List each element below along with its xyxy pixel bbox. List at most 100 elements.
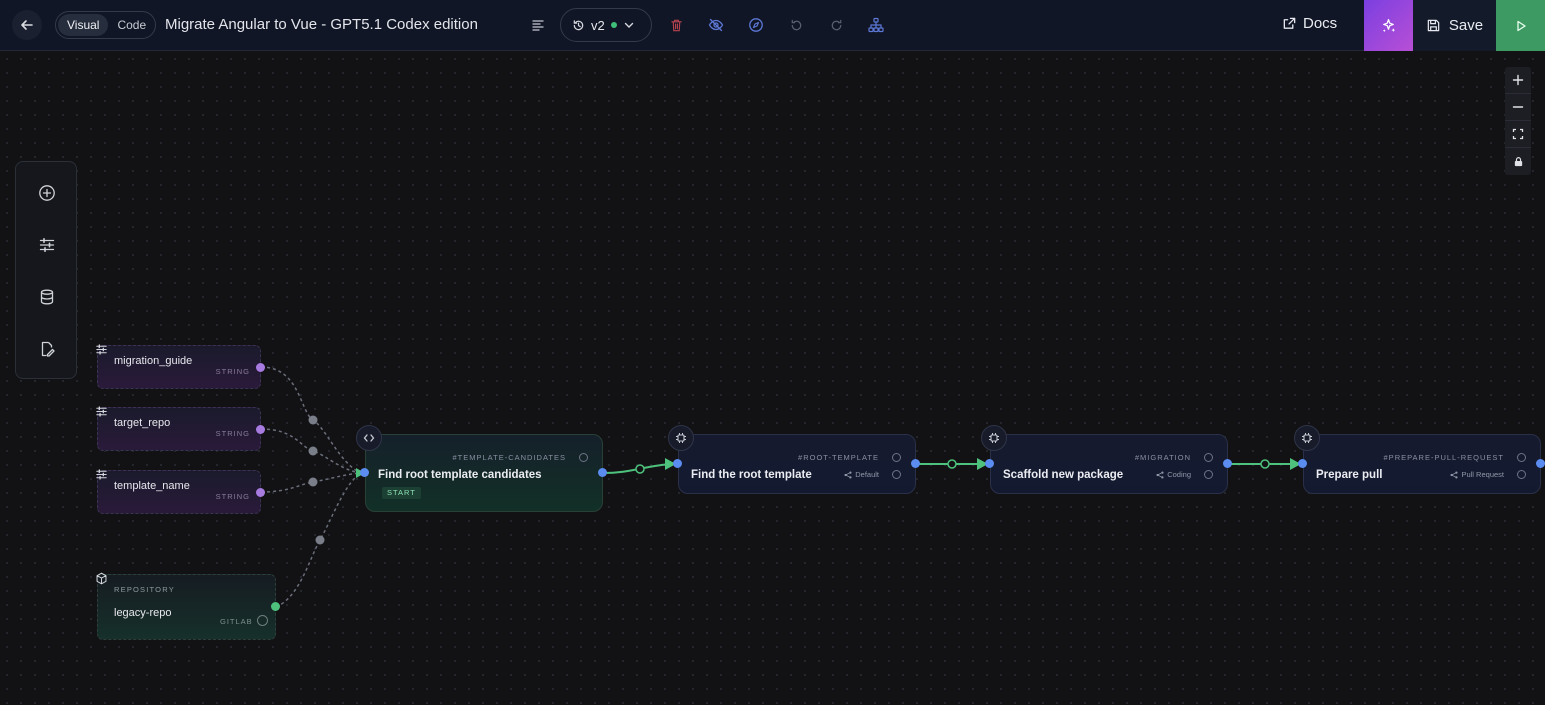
variable-node-template-name[interactable]: template_name STRING — [97, 470, 261, 514]
output-port[interactable] — [1223, 459, 1232, 468]
run-button[interactable] — [1496, 0, 1545, 51]
edge-midpoint[interactable] — [308, 446, 318, 456]
step-node-template-candidates[interactable]: #TEMPLATE-CANDIDATES Find root template … — [365, 434, 603, 512]
docs-label: Docs — [1303, 15, 1338, 32]
auto-layout-button[interactable] — [866, 15, 886, 35]
history-icon — [573, 19, 584, 30]
eye-off-icon — [708, 18, 724, 32]
output-port[interactable] — [271, 602, 280, 611]
sliders-icon — [92, 340, 110, 358]
ai-assistant-button[interactable] — [1364, 0, 1413, 51]
info-icon[interactable] — [1517, 453, 1526, 462]
output-port[interactable] — [256, 363, 265, 372]
undo-button[interactable] — [786, 15, 806, 35]
edge-step-1-2[interactable] — [602, 463, 671, 474]
output-port[interactable] — [911, 459, 920, 468]
output-port[interactable] — [598, 468, 607, 477]
undo-icon — [791, 19, 801, 30]
start-badge: START — [382, 487, 421, 499]
redo-icon — [831, 19, 841, 30]
variable-node-target-repo[interactable]: target_repo STRING — [97, 407, 261, 451]
repository-node-legacy-repo[interactable]: REPOSITORY legacy-repo GITLAB — [97, 574, 276, 640]
info-icon[interactable] — [1517, 470, 1526, 479]
mode-toggle: Visual Code — [55, 11, 156, 39]
redo-button[interactable] — [826, 15, 846, 35]
cube-icon — [92, 569, 110, 587]
output-port[interactable] — [256, 488, 265, 497]
step-id: #ROOT-TEMPLATE — [798, 453, 879, 462]
edge-midpoint[interactable] — [947, 459, 957, 469]
output-port[interactable] — [256, 425, 265, 434]
workflow-canvas[interactable]: migration_guide STRING target_repo STRIN… — [0, 52, 1545, 705]
share-icon — [844, 470, 852, 479]
edge-legacy-repo[interactable] — [275, 472, 362, 608]
back-button[interactable] — [12, 10, 42, 40]
outline-button[interactable] — [528, 15, 548, 35]
input-port[interactable] — [1298, 459, 1307, 468]
step-agent-label: Coding — [1167, 470, 1191, 479]
docs-button[interactable]: Docs — [1282, 15, 1337, 32]
info-icon[interactable] — [257, 615, 268, 626]
edge-midpoint[interactable] — [1260, 459, 1270, 469]
input-port[interactable] — [985, 459, 994, 468]
edge-midpoint[interactable] — [308, 477, 318, 487]
input-port[interactable] — [673, 459, 682, 468]
database-icon — [40, 289, 54, 305]
step-node-prepare-pull-request[interactable]: #PREPARE-PULL-REQUEST Prepare pull Pull … — [1303, 434, 1541, 494]
zoom-out-button[interactable] — [1505, 94, 1531, 121]
compass-icon — [749, 18, 763, 32]
zoom-in-button[interactable] — [1505, 67, 1531, 94]
align-left-icon — [532, 20, 544, 31]
add-node-button[interactable] — [36, 182, 58, 204]
step-agent: Default — [844, 470, 879, 479]
input-port[interactable] — [360, 468, 369, 477]
step-agent-label: Default — [855, 470, 879, 479]
edge-template-name[interactable] — [260, 472, 362, 493]
variable-name: template_name — [114, 480, 190, 492]
info-icon[interactable] — [1204, 453, 1213, 462]
edge-migration-guide[interactable] — [260, 366, 362, 474]
version-label: v2 — [591, 17, 605, 33]
mode-visual-tab[interactable]: Visual — [58, 14, 109, 36]
output-port[interactable] — [1536, 459, 1545, 468]
delete-button[interactable] — [666, 15, 686, 35]
variable-type: STRING — [215, 429, 250, 438]
expand-icon — [1512, 128, 1524, 140]
edge-midpoint[interactable] — [635, 464, 645, 474]
edge-target-repo[interactable] — [260, 428, 362, 474]
lock-icon — [1514, 157, 1522, 167]
version-selector[interactable]: v2 — [560, 8, 652, 42]
trash-icon — [670, 19, 682, 31]
info-icon[interactable] — [579, 453, 588, 462]
hide-button[interactable] — [706, 15, 726, 35]
plus-circle-icon — [39, 185, 55, 201]
edge-midpoint[interactable] — [308, 415, 318, 425]
variable-type: STRING — [215, 492, 250, 501]
step-agent: Pull Request — [1450, 470, 1504, 479]
version-status-dot — [610, 22, 617, 28]
edit-notes-button[interactable] — [36, 338, 58, 360]
step-node-migration[interactable]: #MIGRATION Scaffold new package Coding — [990, 434, 1228, 494]
info-icon[interactable] — [892, 470, 901, 479]
save-label: Save — [1448, 17, 1484, 34]
fit-view-button[interactable] — [1505, 121, 1531, 148]
chevron-down-icon — [624, 22, 633, 28]
zoom-controls — [1505, 67, 1531, 175]
step-title: Scaffold new package — [1003, 469, 1124, 481]
share-icon — [1156, 470, 1164, 479]
cpu-icon — [1294, 425, 1320, 451]
save-button[interactable]: Save — [1413, 0, 1496, 51]
step-node-root-template[interactable]: #ROOT-TEMPLATE Find the root template De… — [678, 434, 916, 494]
info-icon[interactable] — [1204, 470, 1213, 479]
variable-node-migration-guide[interactable]: migration_guide STRING — [97, 345, 261, 389]
explore-button[interactable] — [746, 15, 766, 35]
workflow-title[interactable]: Migrate Angular to Vue - GPT5.1 Codex ed… — [165, 16, 478, 33]
lock-button[interactable] — [1505, 148, 1531, 175]
data-sources-button[interactable] — [36, 286, 58, 308]
edge-midpoint[interactable] — [315, 535, 325, 545]
variables-button[interactable] — [36, 234, 58, 256]
mode-code-tab[interactable]: Code — [117, 18, 147, 32]
step-title: Prepare pull — [1316, 469, 1383, 481]
sliders-icon — [92, 402, 110, 420]
info-icon[interactable] — [892, 453, 901, 462]
